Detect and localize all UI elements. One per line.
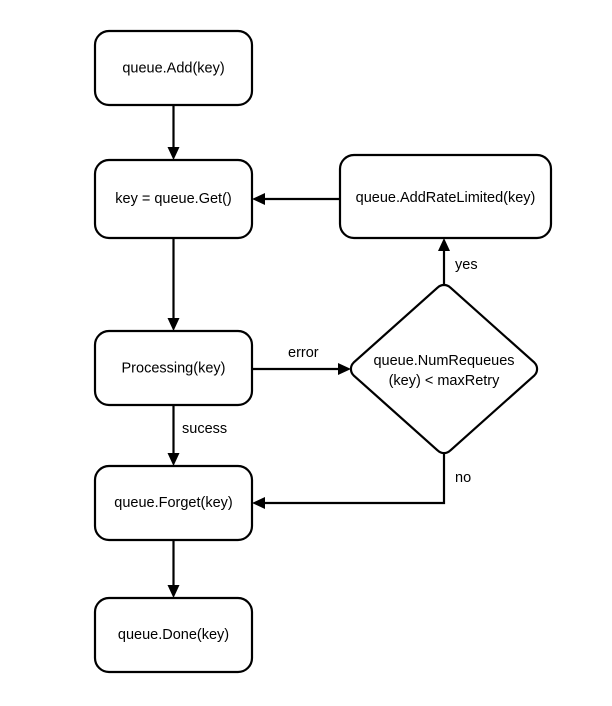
edge-get-to-processing <box>167 238 180 331</box>
edge-line-decision-to-forget <box>260 453 446 505</box>
node-queue-forget[interactable]: queue.Forget(key) <box>93 464 254 542</box>
node-shape-queue-forget[interactable] <box>93 464 254 542</box>
node-shape-queue-done[interactable] <box>93 596 254 674</box>
node-shape-queue-get[interactable] <box>93 158 254 240</box>
edge-processing-to-decision <box>252 363 351 375</box>
node-processing[interactable]: Processing(key) <box>93 329 254 407</box>
arrow-head-decision-to-forget <box>252 497 265 509</box>
node-label-queue-done: queue.Done(key) <box>118 627 229 643</box>
node-shape-queue-add-rate-limited[interactable] <box>338 153 553 240</box>
arrow-head-forget-to-done <box>167 585 180 598</box>
edge-processing-to-forget <box>167 405 180 466</box>
node-label-queue-get: key = queue.Get() <box>115 191 231 207</box>
node-queue-get[interactable]: key = queue.Get() <box>93 158 254 240</box>
edge-ratelimited-to-get <box>252 193 340 205</box>
edge-forget-to-done <box>167 540 180 598</box>
arrow-head-add-to-get <box>167 147 180 160</box>
node-label-num-requeues-line1: queue.NumRequeues <box>373 353 514 369</box>
node-label-queue-add: queue.Add(key) <box>122 60 224 76</box>
arrow-head-get-to-processing <box>167 318 180 331</box>
node-queue-add[interactable]: queue.Add(key) <box>93 29 254 107</box>
node-label-processing: Processing(key) <box>122 360 226 376</box>
node-shape-queue-add[interactable] <box>93 29 254 107</box>
node-label-queue-add-rate-limited: queue.AddRateLimited(key) <box>356 190 536 206</box>
edge-label-no: no <box>455 470 471 486</box>
node-queue-done[interactable]: queue.Done(key) <box>93 596 254 674</box>
node-queue-add-rate-limited[interactable]: queue.AddRateLimited(key) <box>338 153 553 240</box>
arrow-head-processing-to-decision <box>338 363 351 375</box>
arrow-head-processing-to-forget <box>167 453 180 466</box>
edge-label-sucess: sucess <box>182 421 227 437</box>
edge-label-yes: yes <box>455 257 478 273</box>
arrow-head-decision-to-ratelimited <box>438 238 450 251</box>
node-num-requeues-decision[interactable]: queue.NumRequeues (key) < maxRetry <box>349 283 539 455</box>
edge-add-to-get <box>167 105 180 160</box>
node-label-queue-forget: queue.Forget(key) <box>114 495 232 511</box>
arrow-head-ratelimited-to-get <box>252 193 265 205</box>
edge-decision-to-ratelimited <box>438 238 450 285</box>
edge-label-error: error <box>288 345 319 361</box>
edge-decision-to-forget <box>252 453 446 509</box>
node-shape-num-requeues-decision[interactable] <box>349 283 539 455</box>
node-shape-processing[interactable] <box>93 329 254 407</box>
node-label-num-requeues-line2: (key) < maxRetry <box>389 373 501 389</box>
